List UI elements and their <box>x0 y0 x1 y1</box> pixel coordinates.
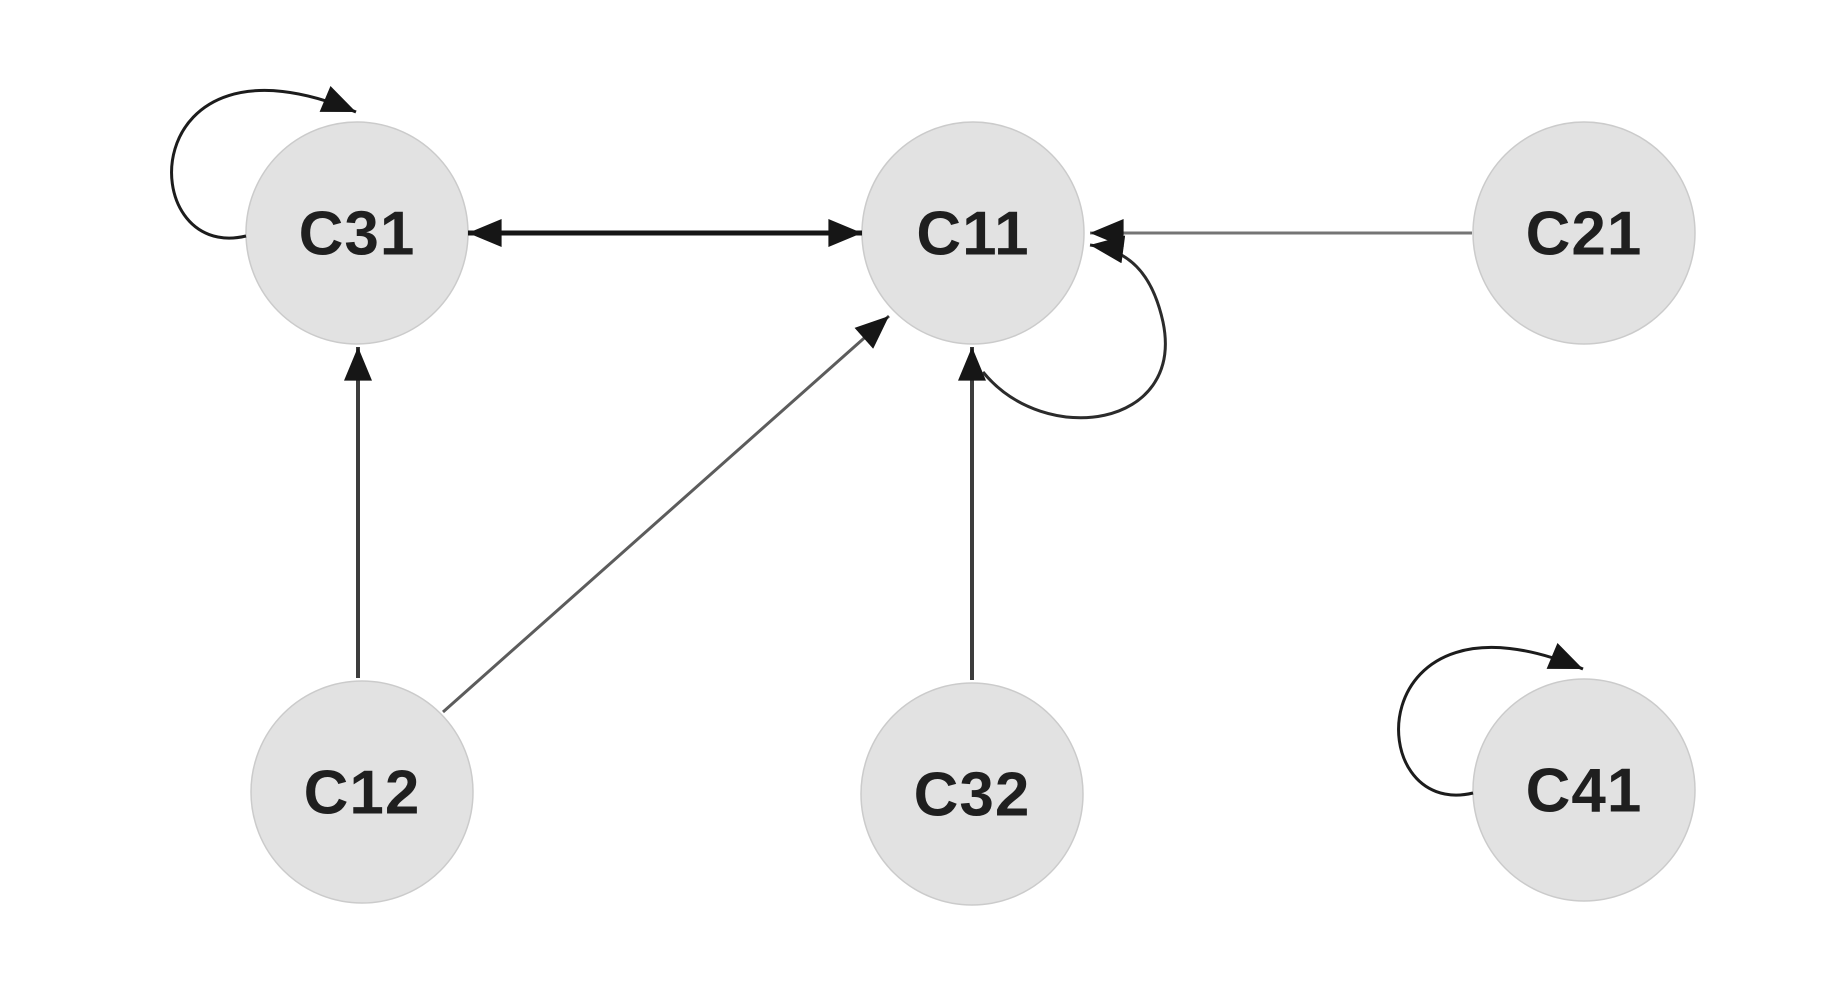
node-label-C32: C32 <box>914 761 1031 830</box>
edge-c11-self-loop <box>981 235 1167 420</box>
node-C41 <box>1472 678 1696 902</box>
node-label-C11: C11 <box>916 200 1029 269</box>
node-label-C21: C21 <box>1526 200 1643 269</box>
edge-c41-self-loop <box>1397 643 1584 797</box>
node-label-C41: C41 <box>1526 757 1643 826</box>
node-C12 <box>250 680 474 904</box>
node-C21 <box>1472 121 1696 345</box>
node-label-C31: C31 <box>299 200 416 269</box>
node-layer <box>245 121 1696 906</box>
node-C32 <box>860 682 1084 906</box>
edge-layer <box>170 86 1584 797</box>
node-label-C12: C12 <box>304 759 421 828</box>
edge-c12-c11 <box>442 314 890 714</box>
edge-c31-self-loop <box>170 86 357 240</box>
